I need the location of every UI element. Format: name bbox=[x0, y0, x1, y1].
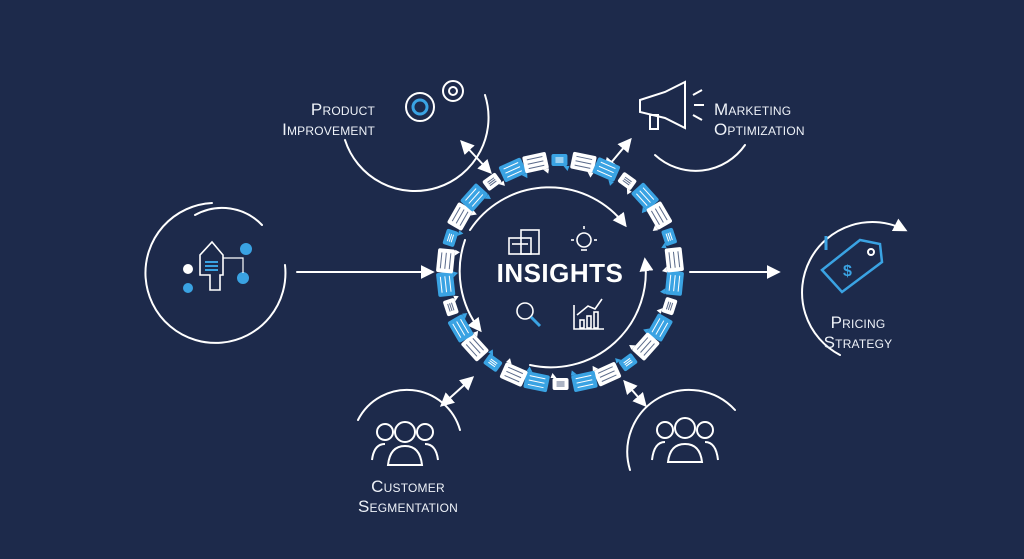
megaphone-icon bbox=[639, 80, 704, 130]
speech-bubble-icon bbox=[592, 362, 622, 387]
speech-bubble-icon bbox=[631, 182, 659, 214]
speech-bubble-icon bbox=[523, 366, 550, 393]
speech-bubble-icon bbox=[460, 183, 491, 212]
speech-bubble-icon bbox=[461, 330, 489, 362]
speech-bubble-icon bbox=[661, 247, 684, 273]
data-source-node-arc bbox=[144, 202, 287, 344]
speech-bubble-icon bbox=[436, 248, 461, 274]
speech-bubble-icon bbox=[570, 370, 598, 392]
product-node-arc bbox=[344, 94, 490, 193]
insights-title: INSIGHTS bbox=[496, 258, 624, 288]
marketing-node-arc bbox=[654, 144, 746, 172]
speech-bubble-icon bbox=[656, 297, 678, 316]
audience-node-arc bbox=[626, 388, 736, 471]
speech-bubble-icon bbox=[522, 152, 550, 174]
cycle-arrow bbox=[469, 186, 627, 231]
speech-bubble-icon bbox=[482, 172, 505, 191]
label-line: Optimization bbox=[714, 120, 805, 139]
label-line: Product bbox=[310, 100, 375, 119]
pricing-strategy-label: Pricing Strategy bbox=[822, 313, 894, 353]
data-source-node-arc bbox=[194, 206, 263, 226]
speech-bubble-icon bbox=[447, 202, 477, 231]
bar-chart-icon bbox=[573, 298, 604, 330]
speech-bubble-icon bbox=[443, 295, 459, 317]
documents-icon bbox=[508, 229, 540, 255]
connector-audience bbox=[623, 379, 647, 408]
svg-text:$: $ bbox=[843, 263, 852, 280]
speech-bubble-icon bbox=[629, 332, 660, 361]
feedback-bubble-ring bbox=[436, 151, 684, 393]
cycle-arrow bbox=[529, 257, 654, 369]
people-icon bbox=[371, 421, 439, 466]
connector-customer bbox=[439, 376, 475, 407]
speech-bubble-icon bbox=[615, 353, 638, 372]
cycle-arrow bbox=[458, 239, 482, 333]
speech-bubble-icon bbox=[661, 227, 677, 249]
customer-segmentation-label: Customer Segmentation bbox=[352, 477, 464, 517]
customer-node-arc bbox=[357, 388, 461, 431]
speech-bubble-icon bbox=[448, 313, 474, 343]
speech-bubble-icon bbox=[551, 153, 570, 171]
product-improvement-label: Product Improvement bbox=[282, 100, 375, 140]
speech-bubble-icon bbox=[550, 373, 569, 391]
label-line: Strategy bbox=[823, 333, 893, 352]
speech-bubble-icon bbox=[499, 358, 528, 387]
label-line: Customer bbox=[371, 477, 445, 496]
speech-bubble-icon bbox=[498, 157, 528, 182]
speech-bubble-icon bbox=[659, 270, 684, 296]
speech-bubble-icon bbox=[592, 157, 621, 186]
label-line: Pricing bbox=[830, 313, 886, 332]
speech-bubble-icon bbox=[483, 349, 503, 372]
speech-bubble-icon bbox=[570, 151, 597, 178]
pricing-node-arc bbox=[801, 218, 908, 356]
speech-bubble-icon bbox=[617, 172, 637, 195]
label-line: Improvement bbox=[282, 120, 375, 139]
speech-bubble-icon bbox=[646, 201, 672, 231]
price-tag-icon: $ bbox=[820, 236, 884, 294]
label-line: Marketing bbox=[714, 100, 792, 119]
speech-bubble-icon bbox=[643, 313, 673, 342]
magnifier-icon bbox=[516, 302, 542, 328]
lightbulb-icon bbox=[571, 226, 597, 251]
speech-bubble-icon bbox=[442, 228, 464, 247]
speech-bubble-icon bbox=[436, 271, 459, 297]
gears-icon bbox=[405, 80, 464, 122]
marketing-optimization-label: Marketing Optimization bbox=[714, 100, 805, 140]
label-line: Segmentation bbox=[358, 497, 458, 516]
group-icon bbox=[651, 417, 719, 463]
data-pipeline-icon bbox=[183, 240, 252, 293]
